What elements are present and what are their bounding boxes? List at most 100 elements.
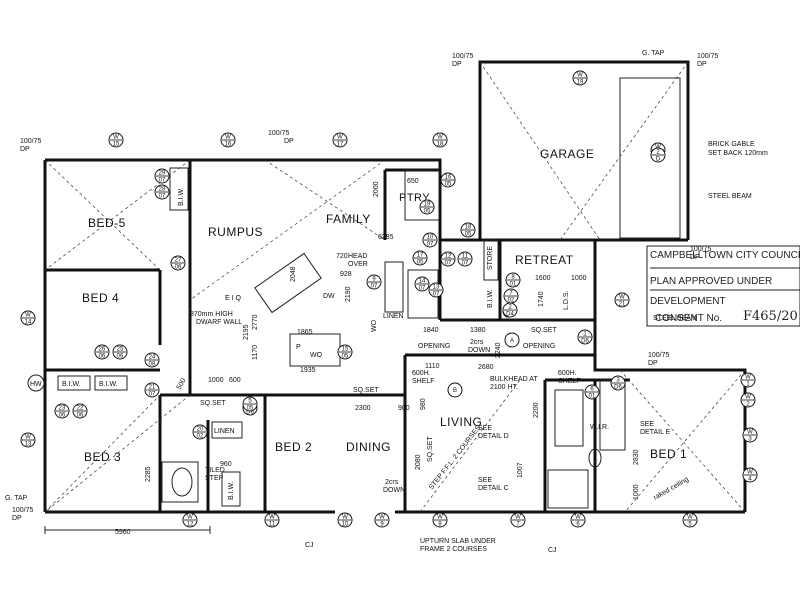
dim-2240: 2240 [495, 342, 502, 358]
dim-900: 900 [398, 405, 410, 412]
svg-text:13: 13 [25, 442, 32, 448]
dim-650: 650 [407, 178, 419, 185]
dim-928: 928 [340, 271, 352, 278]
svg-text:3: 3 [616, 378, 620, 384]
room-bed2: BED 2 [275, 440, 312, 454]
opening-2: OPENING [523, 343, 555, 350]
lds: L.D.S. [563, 290, 570, 310]
svg-text:W: W [379, 515, 385, 521]
svg-text:01: 01 [589, 394, 596, 400]
svg-text:05: 05 [342, 354, 349, 360]
room-wir: W.I.R. [590, 424, 609, 431]
svg-text:06: 06 [77, 413, 84, 419]
dim-5960: 5960 [115, 529, 131, 536]
svg-text:1: 1 [746, 382, 750, 388]
wo-2: WO [371, 319, 378, 332]
marker-tag-e8: 801 [505, 272, 521, 288]
marker-tag-w7: W7 [510, 512, 526, 528]
see-detail-c: SEE [478, 477, 492, 484]
sq-set-1: SQ.SET [200, 400, 226, 407]
svg-text:06: 06 [175, 265, 182, 271]
eiq: E I Q [225, 295, 242, 302]
svg-text:07: 07 [433, 292, 440, 298]
svg-text:17: 17 [337, 142, 344, 148]
svg-text:05: 05 [424, 209, 431, 215]
dp-g-label: DP [12, 515, 22, 522]
svg-text:05: 05 [247, 406, 254, 412]
dp-b-label: DP [284, 138, 294, 145]
see-detail-c2: DETAIL C [478, 485, 509, 492]
svg-text:05: 05 [417, 260, 424, 266]
sq-set-4: SQ.SET [427, 436, 434, 462]
marker-tag-d01: 1D6 [577, 329, 593, 345]
svg-text:07: 07 [159, 194, 166, 200]
svg-text:W: W [687, 515, 693, 521]
brick-gable-1: BRICK GABLE [708, 141, 755, 148]
svg-text:4: 4 [748, 477, 752, 483]
marker-tag-w10: W10 [337, 512, 353, 528]
svg-text:7: 7 [516, 522, 520, 528]
dw: DW [323, 293, 335, 300]
steel-beam-retreat: STEEL BEAM [653, 315, 697, 322]
svg-text:07: 07 [149, 392, 156, 398]
room-dining: DINING [346, 440, 391, 454]
room-living: LIVING [440, 415, 482, 429]
dim-2285: 2285 [145, 466, 152, 482]
dp-c: 100/75 [452, 53, 474, 60]
svg-text:W: W [619, 295, 625, 301]
dim-2200: 2200 [533, 402, 540, 418]
svg-text:18: 18 [465, 225, 472, 231]
dim-1000a: 1000 [208, 377, 224, 384]
dp-b: 100/75 [268, 130, 290, 137]
shelf-1: 600H. [412, 370, 431, 377]
tiled-step-1: TILED [205, 467, 225, 474]
marker-tag-da: A [504, 332, 520, 348]
council-stamp: CAMPBELLTOWN CITY COUNCIL PLAN APPROVED … [646, 245, 800, 327]
svg-text:27: 27 [175, 258, 182, 264]
dim-1007: 1007 [517, 462, 524, 478]
room-labels: GARAGE BED-5 RUMPUS FAMILY PTRY RETREAT … [62, 147, 687, 500]
svg-text:17: 17 [417, 253, 424, 259]
dp-e: 100/75 [690, 246, 712, 253]
svg-text:26: 26 [99, 347, 106, 353]
crs-down-2: 2crs [385, 479, 399, 486]
svg-text:02: 02 [508, 298, 515, 304]
dim-1935: 1935 [300, 367, 316, 374]
svg-text:08: 08 [149, 362, 156, 368]
svg-text:23: 23 [59, 406, 66, 412]
svg-text:W: W [745, 395, 751, 401]
tiled-step-2: STEP [205, 475, 224, 482]
dim-2190: 2190 [345, 286, 352, 302]
marker-tag-d02: 2D4 [502, 302, 518, 318]
cj-1: CJ [305, 542, 314, 549]
svg-text:06: 06 [59, 413, 66, 419]
dim-1840: 1840 [423, 327, 439, 334]
see-detail-e2: DETAIL E [640, 429, 671, 436]
marker-tag-w12: W12 [182, 512, 198, 528]
dim-1600: 1600 [535, 275, 551, 282]
svg-text:07: 07 [427, 242, 434, 248]
svg-text:12: 12 [445, 254, 452, 260]
svg-text:05: 05 [445, 182, 452, 188]
svg-text:D6: D6 [246, 410, 254, 416]
biw-e: B.I.W. [487, 289, 494, 308]
svg-text:D6: D6 [581, 339, 589, 345]
dim-1380: 1380 [470, 327, 486, 334]
marker-tag-e5: 505 [242, 396, 258, 412]
svg-text:22: 22 [77, 406, 84, 412]
svg-text:W: W [113, 135, 119, 141]
svg-text:W: W [269, 515, 275, 521]
stamp-line-1: CAMPBELLTOWN CITY COUNCIL [650, 250, 800, 261]
svg-text:21: 21 [619, 302, 626, 308]
svg-text:24: 24 [149, 355, 156, 361]
svg-text:28: 28 [159, 187, 166, 193]
svg-text:W: W [25, 435, 31, 441]
upturn-2: FRAME 2 COURSES [420, 546, 487, 553]
shelf-1b: SHELF [412, 378, 435, 385]
